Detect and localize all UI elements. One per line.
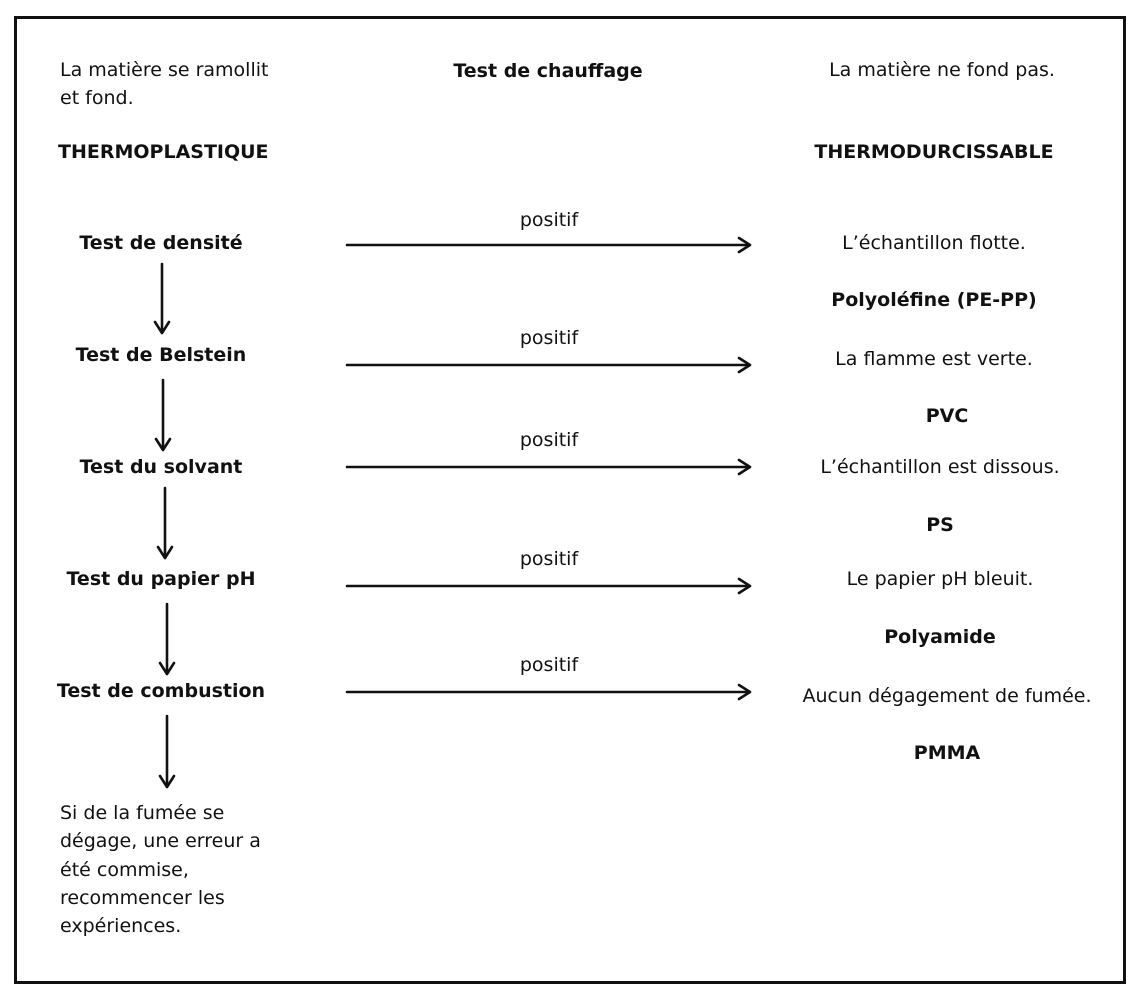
pmma-result: PMMA bbox=[913, 742, 981, 764]
polyolefin-result: Polyoléfine (PE-PP) bbox=[831, 289, 1037, 311]
ph-paper-edge-label: positif bbox=[519, 548, 579, 570]
solvent-edge-label: positif bbox=[519, 429, 579, 451]
combustion-observation: Aucun dégagement de fumée. bbox=[802, 685, 1092, 707]
density-observation: L’échantillon flotte. bbox=[842, 232, 1026, 254]
error-note-line-1: Si de la fumée se bbox=[60, 802, 225, 824]
error-note-line-3: été commise, bbox=[60, 859, 189, 881]
error-note-line-4: recommencer les bbox=[60, 887, 225, 909]
belstein-test-node: Test de Belstein bbox=[75, 344, 247, 366]
solvent-positive-arrow bbox=[345, 458, 752, 476]
ph-paper-observation: Le papier pH bleuit. bbox=[846, 568, 1034, 590]
ph-paper-positive-arrow bbox=[345, 577, 752, 595]
heating-melts-label: La matière se ramollit bbox=[60, 59, 269, 81]
error-note-line-5: expériences. bbox=[60, 915, 182, 937]
solvent-observation: L’échantillon est dissous. bbox=[820, 456, 1060, 478]
density-test-node: Test de densité bbox=[79, 232, 243, 254]
polyamide-result: Polyamide bbox=[884, 626, 996, 648]
diagram-frame bbox=[14, 16, 1126, 984]
heating-no-melt-label: La matière ne fond pas. bbox=[829, 59, 1055, 81]
heating-test-title: Test de chauffage bbox=[453, 60, 643, 82]
solvent-test-node: Test du solvant bbox=[79, 456, 243, 478]
belstein-positive-arrow bbox=[345, 356, 752, 374]
belstein-edge-label: positif bbox=[519, 327, 579, 349]
belstein-to-solvent-arrow bbox=[154, 378, 172, 452]
combustion-positive-arrow bbox=[345, 683, 752, 701]
density-edge-label: positif bbox=[519, 209, 579, 231]
pvc-result: PVC bbox=[925, 405, 969, 427]
thermoset-label: THERMODURCISSABLE bbox=[814, 141, 1054, 163]
belstein-observation: La flamme est verte. bbox=[835, 348, 1033, 370]
combustion-to-note-arrow bbox=[158, 714, 176, 789]
solvent-to-ph-arrow bbox=[156, 486, 174, 560]
density-to-belstein-arrow bbox=[153, 262, 171, 335]
combustion-edge-label: positif bbox=[519, 654, 579, 676]
ph-to-combustion-arrow bbox=[158, 602, 176, 676]
density-positive-arrow bbox=[345, 236, 752, 254]
combustion-test-node: Test de combustion bbox=[56, 680, 266, 702]
error-note-line-2: dégage, une erreur a bbox=[60, 830, 261, 852]
heating-melts-label-2: et fond. bbox=[60, 87, 134, 109]
ph-paper-test-node: Test du papier pH bbox=[66, 568, 256, 590]
ps-result: PS bbox=[926, 514, 954, 536]
thermoplastic-label: THERMOPLASTIQUE bbox=[58, 141, 269, 163]
